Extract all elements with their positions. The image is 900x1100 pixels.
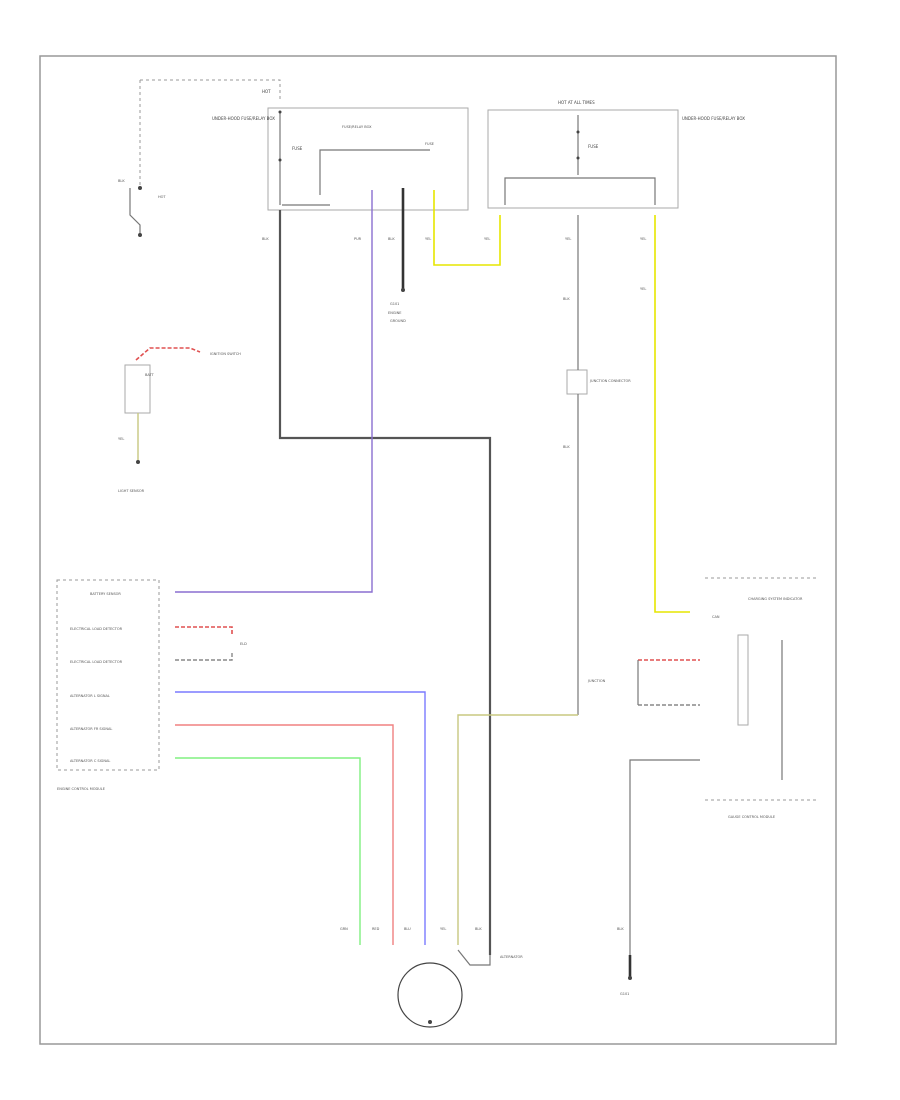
svg-text:YEL: YEL <box>565 237 571 241</box>
svg-text:CHARGING SYSTEM INDICATOR: CHARGING SYSTEM INDICATOR <box>748 597 803 601</box>
svg-text:FUSE/RELAY BOX: FUSE/RELAY BOX <box>342 125 372 129</box>
svg-text:BATT: BATT <box>145 373 155 377</box>
alternator: ALTERNATOR GRN RED BLU YEL BLK <box>340 927 523 1028</box>
underhood-fuse-box-right: HOT AT ALL TIMES UNDER-HOOD FUSE/RELAY B… <box>487 100 745 209</box>
svg-text:FUSE: FUSE <box>588 144 599 149</box>
svg-text:UNDER-HOOD FUSE/RELAY BOX: UNDER-HOOD FUSE/RELAY BOX <box>682 116 745 121</box>
svg-text:ALTERNATOR FR SIGNAL: ALTERNATOR FR SIGNAL <box>70 727 112 731</box>
gauge-control-module: CHARGING SYSTEM INDICATOR GAUGE CONTROL … <box>587 577 818 975</box>
svg-text:GRN: GRN <box>340 927 348 931</box>
svg-text:BATTERY SENSOR: BATTERY SENSOR <box>90 592 121 596</box>
wire-purple <box>175 190 373 593</box>
wire-yellow-jumper <box>433 190 501 266</box>
svg-text:ELD: ELD <box>240 642 247 646</box>
wire-gray-eld <box>175 652 233 661</box>
svg-text:ELECTRICAL LOAD DETECTOR: ELECTRICAL LOAD DETECTOR <box>70 627 123 631</box>
svg-text:ELECTRICAL LOAD DETECTOR: ELECTRICAL LOAD DETECTOR <box>70 660 123 664</box>
wire-red-alt-fr <box>175 724 394 945</box>
svg-text:G101: G101 <box>390 302 399 306</box>
svg-text:RED: RED <box>372 927 380 931</box>
svg-text:JUNCTION: JUNCTION <box>587 679 606 683</box>
svg-text:BLK: BLK <box>617 927 624 931</box>
engine-control-module: BATTERY SENSOR ELECTRICAL LOAD DETECTOR … <box>56 579 160 791</box>
svg-text:BLU: BLU <box>404 927 411 931</box>
svg-text:FUSE: FUSE <box>425 142 434 146</box>
underhood-fuse-box-left: HOT UNDER-HOOD FUSE/RELAY BOX FUSE FUSE/… <box>139 79 469 211</box>
ground-center: G101 ENGINE GROUND <box>388 188 406 323</box>
wire-olive-alt-ig <box>457 714 578 945</box>
svg-text:BLK: BLK <box>563 445 570 449</box>
wire-red-eld <box>175 626 233 635</box>
diagram-frame <box>39 55 837 1045</box>
svg-text:UNDER-HOOD FUSE/RELAY BOX: UNDER-HOOD FUSE/RELAY BOX <box>212 116 275 121</box>
svg-text:IGNITION SWITCH: IGNITION SWITCH <box>210 352 241 356</box>
hood-switch: BLK HOT <box>118 179 166 237</box>
svg-text:GROUND: GROUND <box>390 319 406 323</box>
svg-text:YEL: YEL <box>425 237 431 241</box>
svg-text:ALTERNATOR L SIGNAL: ALTERNATOR L SIGNAL <box>70 694 110 698</box>
svg-text:CAN: CAN <box>712 615 720 619</box>
svg-text:ENGINE CONTROL MODULE: ENGINE CONTROL MODULE <box>57 787 105 791</box>
junction-connector: JUNCTION CONNECTOR BLK BLK <box>563 215 631 715</box>
svg-text:YEL: YEL <box>440 927 446 931</box>
light-sensor: IGNITION SWITCH BATT YEL LIGHT SENSOR <box>118 347 241 493</box>
wire-green-alt-c <box>175 757 361 945</box>
wire-blue-alt-l <box>175 691 426 945</box>
svg-text:BLK: BLK <box>262 237 269 241</box>
svg-text:BLK: BLK <box>475 927 482 931</box>
wire-gray-alternator <box>278 210 492 955</box>
svg-text:HOT: HOT <box>158 195 166 199</box>
svg-text:JUNCTION CONNECTOR: JUNCTION CONNECTOR <box>589 379 631 383</box>
svg-text:YEL: YEL <box>484 237 490 241</box>
svg-text:G101: G101 <box>620 992 629 996</box>
ground-gcm: BLK G101 <box>617 927 632 996</box>
hot-label-left: HOT <box>262 89 271 94</box>
hot-at-all-times-label: HOT AT ALL TIMES <box>558 100 595 105</box>
svg-text:ALTERNATOR: ALTERNATOR <box>500 955 523 959</box>
svg-text:YEL: YEL <box>640 237 646 241</box>
svg-text:ALTERNATOR C SIGNAL: ALTERNATOR C SIGNAL <box>70 759 110 763</box>
svg-text:BLK: BLK <box>118 179 125 183</box>
svg-text:YEL: YEL <box>640 287 646 291</box>
svg-text:ENGINE: ENGINE <box>388 311 401 315</box>
svg-text:BLK: BLK <box>388 237 395 241</box>
svg-text:FUSE: FUSE <box>292 146 303 151</box>
wire-yellow-gcm <box>654 215 690 613</box>
svg-text:LIGHT SENSOR: LIGHT SENSOR <box>118 489 145 493</box>
svg-text:PUR: PUR <box>354 237 362 241</box>
svg-text:BLK: BLK <box>563 297 570 301</box>
svg-text:GAUGE CONTROL MODULE: GAUGE CONTROL MODULE <box>728 815 775 819</box>
svg-text:YEL: YEL <box>118 437 124 441</box>
